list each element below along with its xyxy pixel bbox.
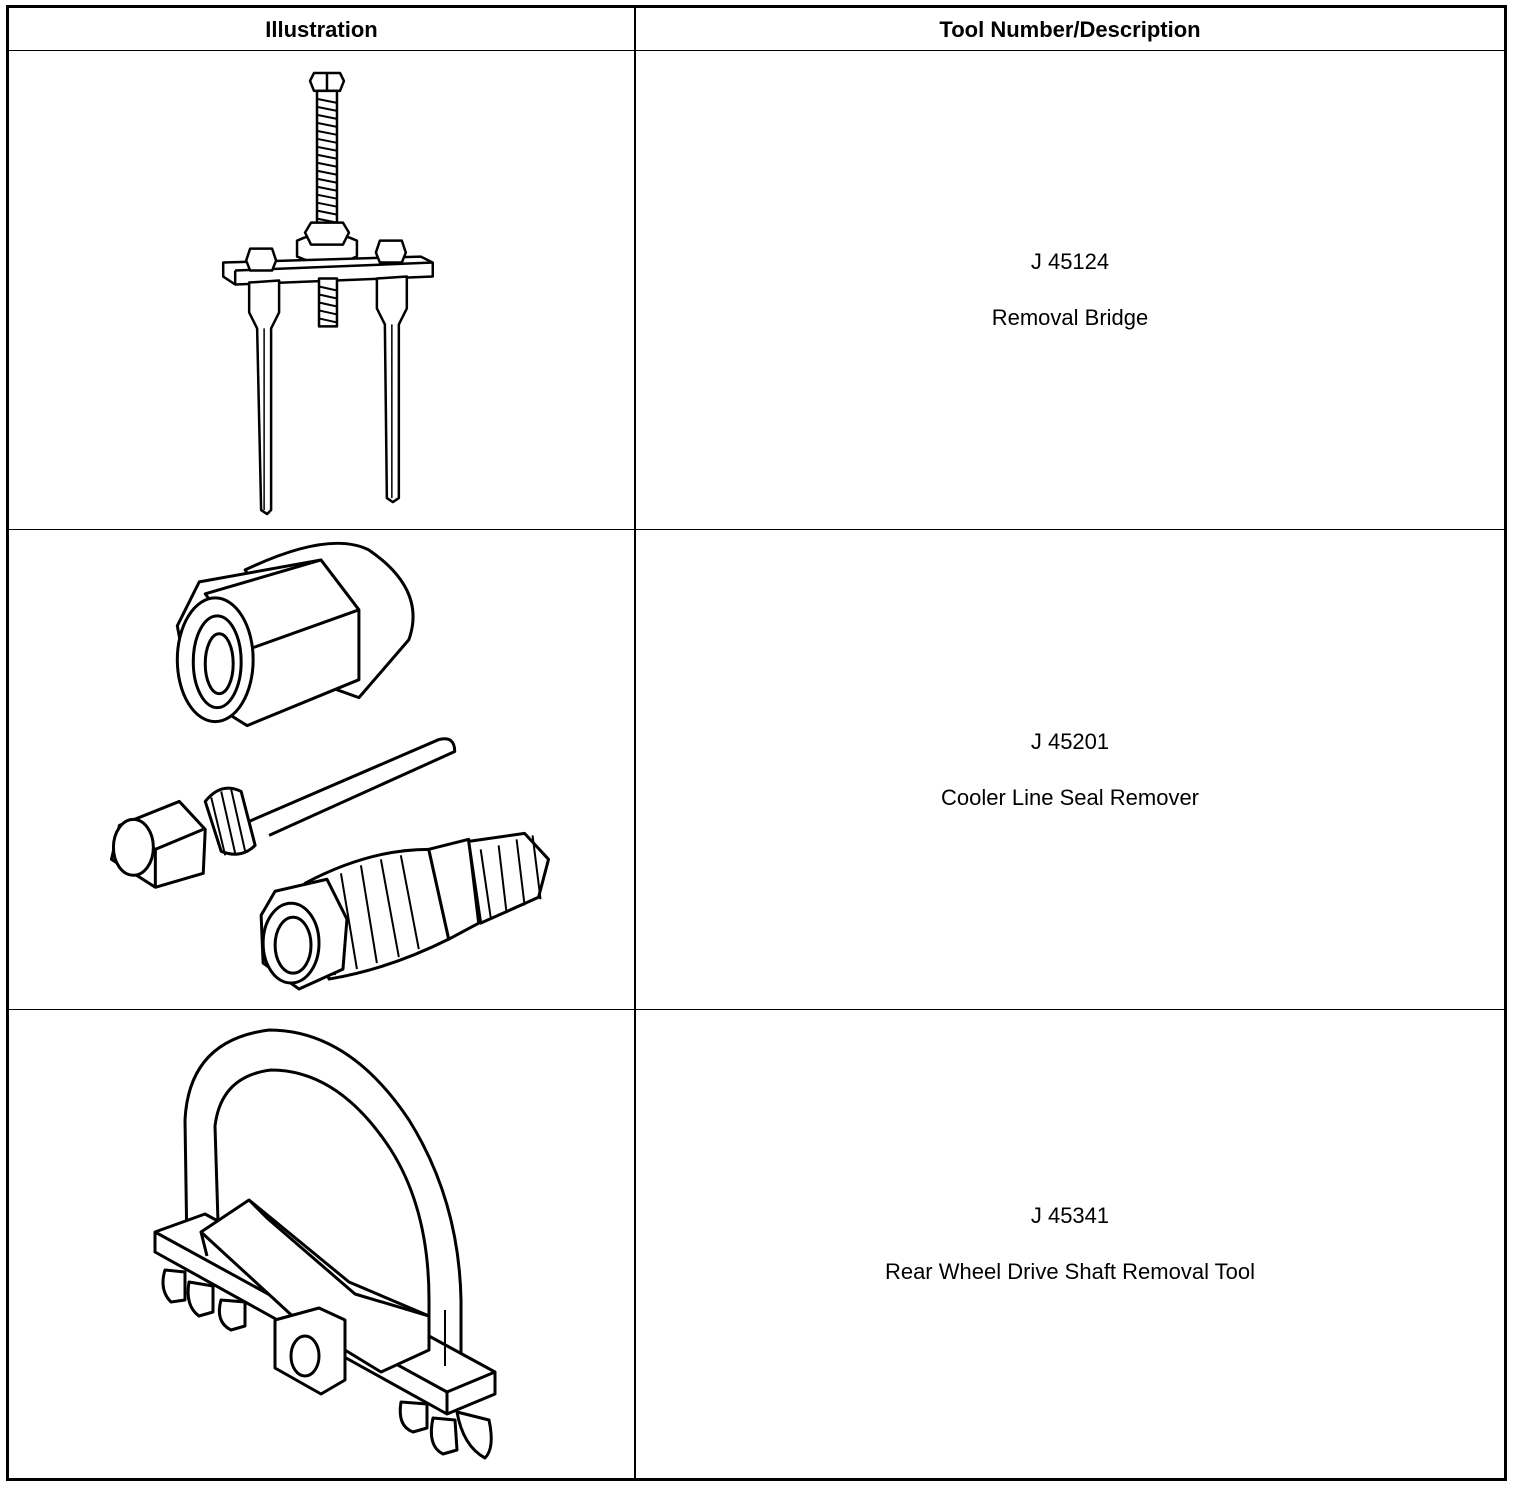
tool-number: J 45341 [1030,1203,1110,1228]
column-divider [634,8,636,1478]
tool-description-cell: J 45124 Removal Bridge [636,51,1504,529]
tool-description-cell: J 45341 Rear Wheel Drive Shaft Removal T… [636,1010,1504,1478]
tool-table: Illustration Tool Number/Description [6,5,1507,1481]
tool-description: Removal Bridge [991,305,1149,330]
table-row: J 45341 Rear Wheel Drive Shaft Removal T… [9,1010,1504,1478]
removal-bridge-illustration [9,51,634,529]
tool-description: Cooler Line Seal Remover [940,784,1200,810]
tool-number: J 45201 [1030,728,1110,754]
table-row: J 45201 Cooler Line Seal Remover [9,530,1504,1010]
header-illustration: Illustration [265,16,378,42]
cooler-line-seal-remover-illustration [9,530,634,1009]
tool-description-cell: J 45201 Cooler Line Seal Remover [636,530,1504,1009]
tool-number: J 45124 [1030,249,1110,274]
table-row: J 45124 Removal Bridge [9,51,1504,530]
drive-shaft-removal-tool-illustration [9,1010,634,1478]
tool-description: Rear Wheel Drive Shaft Removal Tool [884,1259,1256,1284]
table-header-row: Illustration Tool Number/Description [9,8,1504,51]
header-tool-number-description: Tool Number/Description [939,16,1201,42]
